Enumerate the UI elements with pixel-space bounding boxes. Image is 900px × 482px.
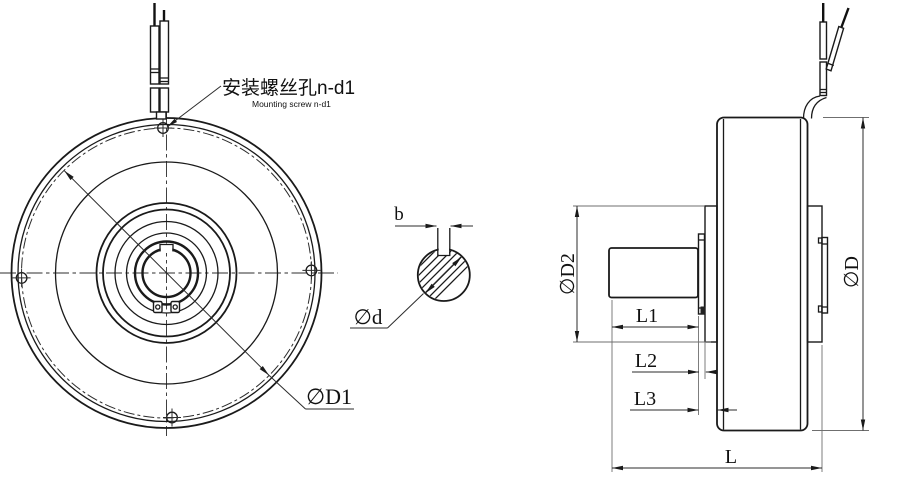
mounting-screw-callout: 安装螺丝孔n-d1 Mounting screw n-d1 xyxy=(166,77,355,128)
body-outline xyxy=(716,116,809,432)
hub-rings xyxy=(95,202,238,344)
label-d: ∅d xyxy=(354,305,383,329)
dim-l: L xyxy=(612,446,822,471)
screw-hole-right xyxy=(302,261,321,280)
right-step xyxy=(821,236,829,314)
label-b: b xyxy=(394,204,404,225)
dim-l3: L3 xyxy=(630,388,737,413)
side-view: ∅D2 L1 L2 L3 L xyxy=(557,3,869,472)
label-D: ∅D xyxy=(841,256,863,288)
dim-l1: L1 xyxy=(612,305,699,330)
screw-hole-top xyxy=(154,119,172,137)
dim-d: ∅d xyxy=(350,293,424,329)
keyway-slot xyxy=(437,228,451,257)
shaft-section-view: b ∅d xyxy=(350,204,473,329)
label-l1: L1 xyxy=(636,305,658,327)
side-lead-wires xyxy=(802,3,850,119)
label-l: L xyxy=(725,446,737,468)
bore-keyway xyxy=(159,243,174,253)
retaining-ring xyxy=(152,300,181,314)
dim-d2: ∅D2 xyxy=(557,205,711,343)
label-l2: L2 xyxy=(635,350,657,372)
front-centerlines xyxy=(0,108,338,436)
left-bearing-ring xyxy=(697,233,706,315)
section-diameter-line xyxy=(425,256,462,294)
label-l3: L3 xyxy=(634,388,656,410)
label-mounting-cn: 安装螺丝孔n-d1 xyxy=(222,77,355,99)
label-mounting-en: Mounting screw n-d1 xyxy=(252,99,331,109)
screw-hole-bottom xyxy=(163,408,181,427)
left-flange xyxy=(704,205,718,343)
front-lead-wires xyxy=(149,3,170,120)
right-flange xyxy=(806,205,823,343)
dim-b: b xyxy=(394,204,473,229)
front-view: ∅D1 安装螺丝孔n-d1 Mounting screw n-d1 xyxy=(0,3,355,436)
dim-D: ∅D xyxy=(812,117,869,431)
left-ring-detail xyxy=(700,306,706,314)
label-d1: ∅D1 xyxy=(306,384,352,409)
screw-hole-left xyxy=(12,268,31,287)
label-d2: ∅D2 xyxy=(557,253,579,295)
shaft xyxy=(608,247,699,299)
hatching xyxy=(418,250,469,300)
extension-lines xyxy=(611,300,823,472)
dim-l2: L2 xyxy=(632,350,718,375)
screw-holes xyxy=(12,119,321,427)
dim-d1: ∅D1 xyxy=(63,170,354,410)
keyway-slot-mask xyxy=(438,243,450,256)
